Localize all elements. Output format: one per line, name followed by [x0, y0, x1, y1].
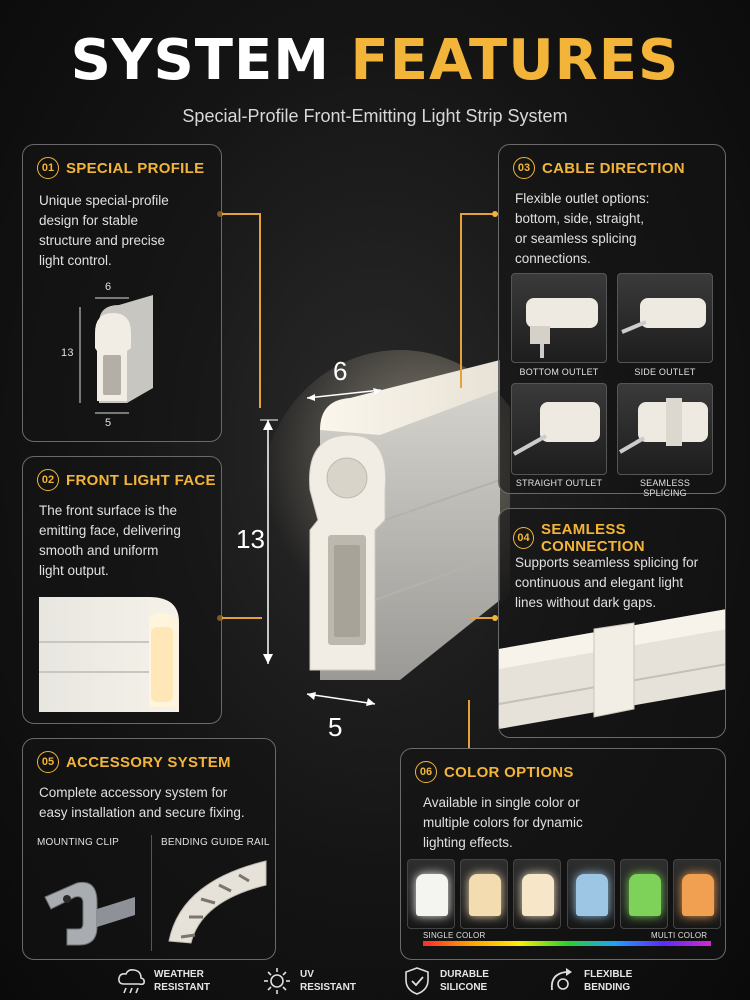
feature-line1: WEATHER: [154, 969, 204, 980]
front-face-strip-image: [39, 587, 209, 717]
feature-line1: FLEXIBLE: [584, 969, 633, 980]
panel-title-accessory-system: ACCESSORY SYSTEM: [66, 753, 231, 771]
shield-check-icon: [402, 966, 432, 996]
feature-durable-silicone: DURABLE SILICONE: [402, 966, 489, 996]
leader-line-03-v: [460, 213, 462, 388]
small-profile-illustration: [91, 293, 161, 413]
small-dim-bottom: [95, 410, 129, 416]
panel-number-01: 01: [37, 157, 59, 179]
caption-mounting-clip: MOUNTING CLIP: [37, 837, 120, 848]
small-dim-top: [95, 295, 129, 301]
panel-seamless-connection: 04 SEAMLESS CONNECTION Supports seamless…: [498, 508, 726, 738]
panel-description-seamless-connection: Supports seamless splicing for continuou…: [515, 555, 699, 610]
leader-line-01-h: [222, 213, 260, 215]
leader-dot-04: [492, 615, 498, 621]
feature-line2: RESISTANT: [300, 982, 356, 993]
leader-line-01-v: [259, 213, 261, 408]
panel-title-cable-direction: CABLE DIRECTION: [542, 159, 685, 177]
accessory-divider: [151, 835, 152, 951]
panel-accessory-system: 05 ACCESSORY SYSTEM Complete accessory s…: [22, 738, 276, 960]
main-height-dimension: [258, 418, 278, 668]
color-swatch-4: [566, 859, 615, 929]
main-depth-label: 5: [328, 712, 343, 742]
small-dim-bottom-label: 5: [105, 417, 112, 429]
panel-number-06: 06: [415, 761, 437, 783]
small-dim-side-label: 13: [61, 347, 74, 359]
leader-line-06: [468, 700, 470, 748]
feature-line2: BENDING: [584, 982, 631, 993]
thumb-straight-outlet: [511, 383, 607, 475]
panel-description-accessory-system: Complete accessory system for easy insta…: [39, 785, 245, 820]
panel-cable-direction: 03 CABLE DIRECTION Flexible outlet optio…: [498, 144, 726, 498]
label-multi-color: MULTI COLOR: [651, 931, 708, 940]
panel-description-special-profile: Unique special-profile design for stable…: [39, 193, 169, 268]
caption-seamless-splicing: SEAMLESS SPLICING: [639, 478, 691, 498]
main-profile-illustration: [250, 350, 510, 750]
panel-title-front-light-face: FRONT LIGHT FACE: [66, 471, 216, 489]
small-dim-top-label: 6: [105, 281, 112, 293]
rainbow-bar: [423, 941, 711, 946]
feature-uv-resistant: UV RESISTANT: [262, 966, 356, 996]
main-height-label: 13: [236, 524, 265, 554]
caption-bottom-outlet: BOTTOM OUTLET: [519, 367, 599, 377]
leader-line-04: [470, 617, 493, 619]
color-swatch-row: [407, 859, 721, 929]
thumb-seamless-splicing: [617, 383, 713, 475]
panel-number-05: 05: [37, 751, 59, 773]
panel-number-03: 03: [513, 157, 535, 179]
color-swatch-strip: [416, 874, 448, 916]
main-width-dimension: [305, 388, 385, 408]
bend-arrow-icon: [546, 966, 576, 996]
panel-description-color-options: Available in single color or multiple co…: [423, 795, 583, 850]
title-orange-part: FEATURES: [350, 28, 680, 93]
feature-line1: UV: [300, 969, 314, 980]
title-white-part: SYSTEM: [70, 28, 330, 93]
page-title: SYSTEM FEATURES: [0, 28, 750, 93]
color-swatch-strip: [681, 874, 714, 916]
panel-description-front-light-face: The front surface is the emitting face, …: [39, 503, 181, 578]
panel-front-light-face: 02 FRONT LIGHT FACE The front surface is…: [22, 456, 222, 724]
caption-side-outlet: SIDE OUTLET: [634, 367, 696, 377]
feature-weather-resistant: WEATHER RESISTANT: [116, 966, 210, 996]
color-swatch-3: [513, 859, 562, 929]
main-width-label: 6: [333, 356, 348, 386]
feature-flexible-bending: FLEXIBLE BENDING: [546, 966, 632, 996]
color-swatch-5: [619, 859, 668, 929]
color-swatch-strip: [628, 874, 661, 916]
panel-description-cable-direction: Flexible outlet options: bottom, side, s…: [515, 191, 650, 266]
color-swatch-strip: [522, 874, 555, 916]
seamless-strip-image: [499, 609, 725, 737]
feature-line1: DURABLE: [440, 969, 489, 980]
panel-special-profile: 01 SPECIAL PROFILE Unique special-profil…: [22, 144, 222, 442]
panel-title-seamless-connection: SEAMLESS CONNECTION: [541, 521, 645, 555]
color-swatch-1: [407, 859, 455, 929]
main-depth-dimension: [305, 690, 380, 710]
leader-line-02: [222, 617, 262, 619]
feature-line2: RESISTANT: [154, 982, 210, 993]
caption-bending-guide-rail: BENDING GUIDE RAIL: [161, 837, 270, 848]
color-swatch-strip: [575, 874, 608, 916]
page-subtitle: Special-Profile Front-Emitting Light Str…: [182, 106, 568, 126]
panel-title-special-profile: SPECIAL PROFILE: [66, 159, 205, 177]
feature-line2: SILICONE: [440, 982, 488, 993]
color-swatch-2: [460, 859, 509, 929]
panel-title-color-options: COLOR OPTIONS: [444, 763, 574, 781]
leader-dot-03: [492, 211, 498, 217]
thumb-bottom-outlet: [511, 273, 607, 363]
mounting-clip-image: [37, 857, 142, 952]
leader-line-03-h: [460, 213, 493, 215]
caption-straight-outlet: STRAIGHT OUTLET: [515, 478, 603, 488]
color-swatch-strip: [469, 874, 502, 916]
bending-guide-rail-image: [161, 851, 271, 951]
panel-number-04: 04: [513, 527, 535, 549]
thumb-side-outlet: [617, 273, 713, 363]
panel-number-02: 02: [37, 469, 59, 491]
label-single-color: SINGLE COLOR: [423, 931, 486, 940]
color-swatch-6: [672, 859, 721, 929]
cloud-rain-icon: [116, 966, 146, 996]
small-dim-side: [77, 307, 83, 403]
panel-color-options: 06 COLOR OPTIONS Available in single col…: [400, 748, 726, 960]
sun-icon: [262, 966, 292, 996]
